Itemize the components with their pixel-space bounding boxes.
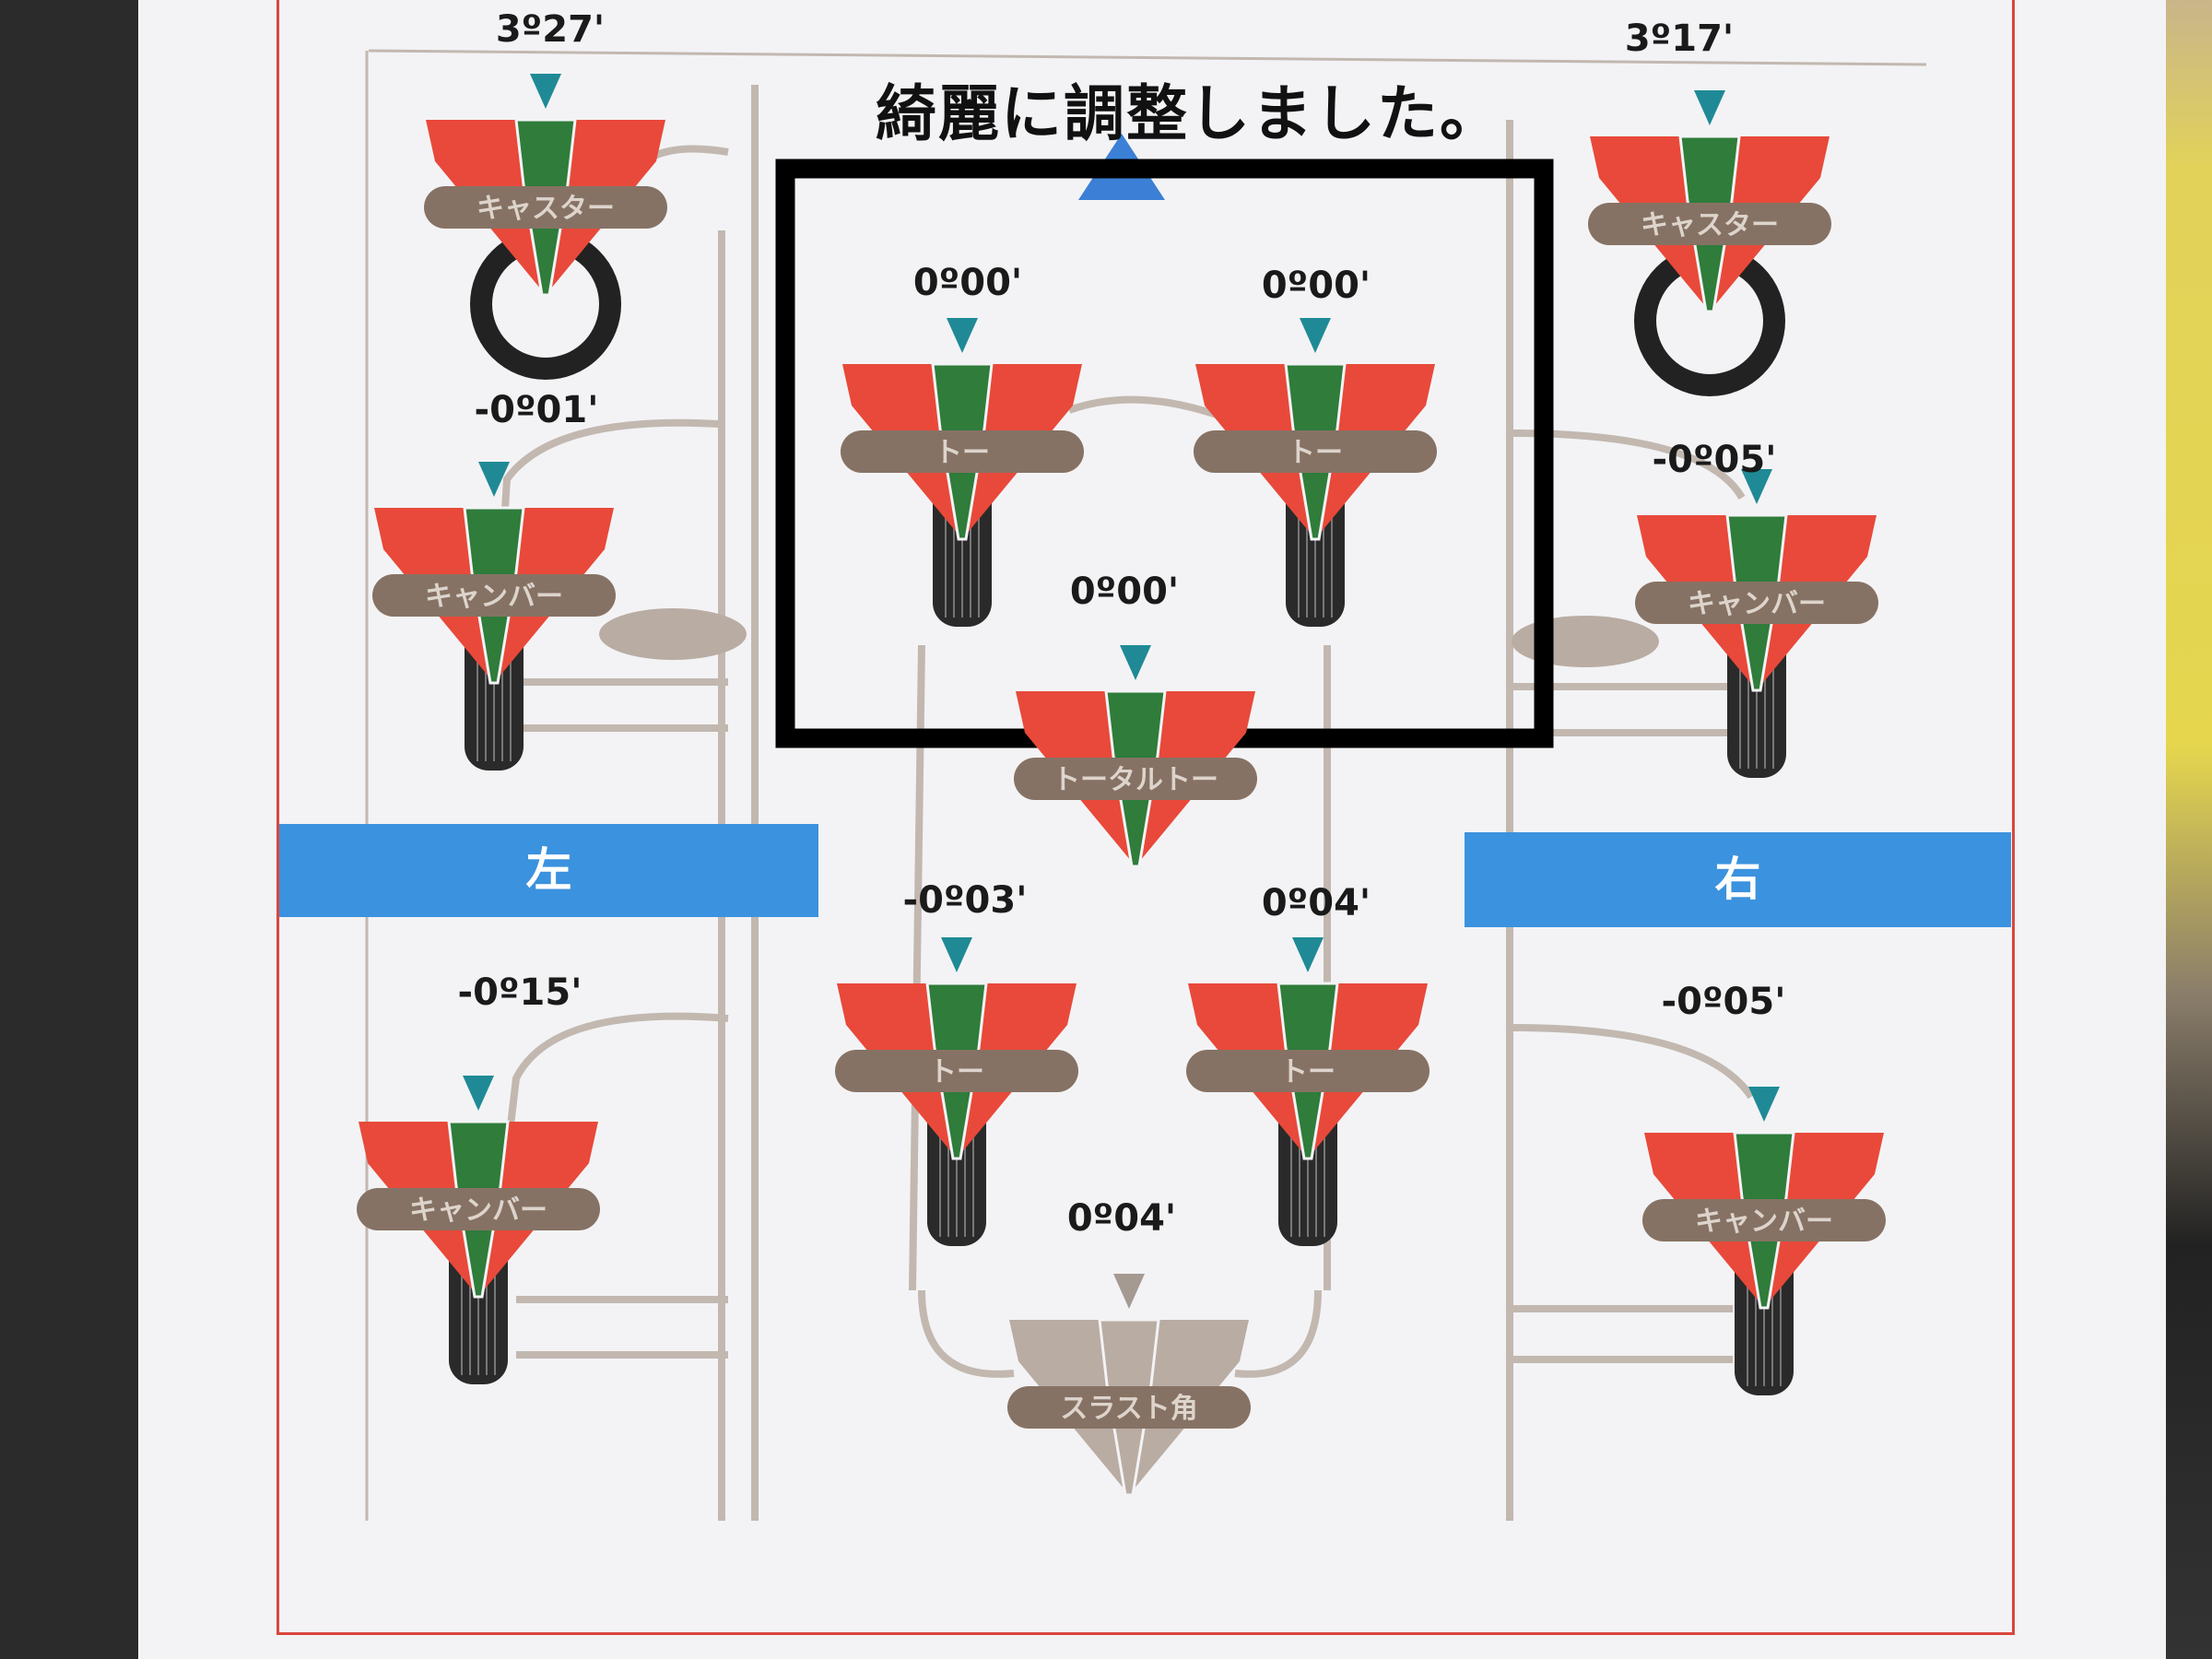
gauge-label-bg (372, 574, 616, 617)
gauge-value: 0º00' (1262, 265, 1371, 307)
indicator-marker-icon (478, 462, 510, 497)
gauge-caster-front-right: キャスター (1588, 90, 1831, 396)
left-side-banner: 左 (279, 824, 818, 917)
gauge-label-bg (1194, 430, 1437, 473)
gauge-label: トータルトー (1053, 764, 1218, 796)
gauge-label-bg (1635, 582, 1878, 624)
gauge-toe-front-right: トー (1194, 318, 1437, 627)
gauge-value: 3º17' (1625, 18, 1734, 60)
gauge-value: -0º05' (1653, 439, 1777, 481)
gauge-value: 0º04' (1067, 1197, 1176, 1240)
gauge-toe-rear-left: トー (835, 937, 1078, 1246)
gauge-label: キャスター (1641, 209, 1779, 241)
gauge-label-bg (1014, 758, 1257, 800)
gauge-label-bg (1642, 1199, 1886, 1241)
gauge-camber-front-right: キャンバー (1635, 469, 1878, 778)
gauge-label-bg (1186, 1050, 1430, 1092)
gauge-label: キャンバー (425, 581, 563, 613)
gauge-label: キャンバー (1688, 588, 1826, 620)
gauge-label: トー (935, 437, 990, 469)
gauge-camber-front-left: キャンバー (372, 462, 616, 771)
gauge-value: -0º01' (475, 389, 599, 431)
gauge-camber-rear-right: キャンバー (1642, 1087, 1886, 1395)
gauge-label-bg (841, 430, 1084, 473)
indicator-marker-icon (1120, 645, 1151, 680)
indicator-marker-icon (1300, 318, 1331, 353)
gauge-label-bg (357, 1188, 600, 1230)
gauge-caster-front-left: キャスター (424, 74, 667, 380)
indicator-marker-icon (1748, 1087, 1780, 1122)
gauge-value: -0º05' (1662, 981, 1786, 1023)
gauge-value: 0º04' (1262, 882, 1371, 924)
gauge-value: 3º27' (496, 8, 605, 51)
left-side-label: 左 (525, 843, 572, 897)
gauge-label: トー (929, 1056, 984, 1088)
gauge-toe-front-left: トー (841, 318, 1084, 627)
annotation-title: 綺麗に調整しました。 (876, 78, 1502, 149)
gauge-label-bg (424, 186, 667, 229)
right-side-label: 右 (1714, 853, 1761, 906)
gauge-label: トー (1280, 1056, 1335, 1088)
gauge-label: スラスト角 (1060, 1393, 1197, 1425)
gauge-label: トー (1288, 437, 1343, 469)
gauge-toe-rear-right: トー (1186, 937, 1430, 1246)
gauge-value: -0º03' (903, 879, 1028, 922)
right-side-banner: 右 (1465, 832, 2011, 927)
indicator-marker-icon (1694, 90, 1725, 125)
indicator-marker-icon (1113, 1274, 1145, 1309)
indicator-marker-icon (463, 1076, 494, 1111)
gauge-thrust-angle: スラスト角 (1007, 1274, 1251, 1497)
gauge-label-bg (835, 1050, 1078, 1092)
indicator-marker-icon (941, 937, 972, 972)
indicator-marker-icon (1292, 937, 1324, 972)
indicator-marker-icon (947, 318, 978, 353)
printout-red-border (276, 0, 2015, 1635)
car-outline (365, 49, 1927, 1521)
gauge-value: -0º15' (458, 971, 582, 1014)
indicator-marker-icon (530, 74, 561, 109)
gauge-value: 0º00' (913, 262, 1022, 304)
gauge-label: キャンバー (409, 1194, 547, 1227)
gauge-value: 0º00' (1070, 571, 1179, 613)
gauge-label-bg (1007, 1386, 1251, 1429)
gauge-total-toe-front: トータルトー (1014, 645, 1257, 868)
indicator-marker-icon (1741, 469, 1772, 504)
gauge-label: キャスター (477, 193, 615, 225)
gauge-camber-rear-left: キャンバー (357, 1076, 600, 1384)
gauge-label: キャンバー (1695, 1206, 1833, 1238)
gauge-label-bg (1588, 203, 1831, 245)
